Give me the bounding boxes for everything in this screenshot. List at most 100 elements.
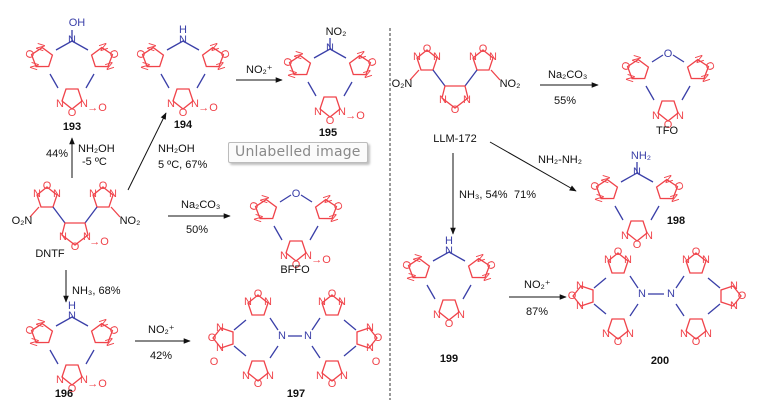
compound-tfo: O NON	[615, 48, 721, 131]
yield-llm-to-tfo: 55%	[554, 95, 576, 107]
svg-text:N: N	[216, 322, 224, 334]
label-198: 198	[667, 215, 685, 227]
reagent-llm-to-199: NH₃, 54%	[459, 189, 508, 201]
yield-199-to-200: 87%	[526, 306, 548, 318]
svg-text:N: N	[652, 110, 660, 122]
compound-199: N H NON	[396, 235, 502, 330]
label-llm-172: LLM-172	[433, 133, 476, 145]
svg-text:N: N	[304, 330, 312, 342]
compound-dntf: NON →O O₂N NO₂	[12, 179, 141, 253]
svg-text:N: N	[730, 300, 738, 312]
svg-text:N: N	[366, 322, 374, 334]
svg-text:N: N	[59, 231, 67, 243]
svg-text:N: N	[704, 328, 712, 340]
svg-text:N: N	[304, 250, 312, 262]
svg-text:O: O	[738, 290, 747, 302]
svg-text:O: O	[71, 241, 80, 253]
svg-text:O: O	[664, 48, 673, 60]
compound-200: N N NON NON NON NON	[568, 245, 747, 348]
svg-text:O₂N: O₂N	[392, 78, 413, 90]
svg-text:N: N	[80, 374, 88, 386]
svg-text:NH₂: NH₂	[631, 150, 651, 162]
reagent-196-to-197: NO₂⁺	[148, 324, 175, 336]
label-194: 194	[174, 119, 193, 131]
yield-llm-to-198: 71%	[514, 189, 536, 201]
svg-text:O: O	[568, 290, 577, 302]
yield-196-to-197: 42%	[150, 350, 172, 362]
svg-text:→O: →O	[198, 102, 218, 114]
svg-text:NO₂: NO₂	[120, 215, 141, 227]
svg-text:N: N	[576, 300, 584, 312]
label-199: 199	[440, 353, 458, 365]
label-193: 193	[63, 121, 81, 133]
svg-text:O: O	[254, 378, 263, 390]
compound-193: N OH NON →O	[19, 17, 125, 119]
svg-text:N: N	[326, 42, 334, 54]
svg-text:N: N	[278, 330, 286, 342]
svg-text:O: O	[208, 332, 217, 344]
label-200: 200	[651, 355, 669, 367]
svg-text:N: N	[633, 166, 641, 178]
label-tfo: TFO	[656, 125, 678, 137]
reagent-dntf-to-193: NH₂OH	[78, 143, 115, 155]
compound-197: N N NON NON O NON NON O	[208, 287, 383, 390]
label-dntf: DNTF	[35, 248, 65, 260]
svg-text:N: N	[445, 245, 453, 257]
compound-194: N H NON →O	[130, 24, 236, 119]
svg-text:N: N	[242, 370, 250, 382]
svg-text:N: N	[439, 94, 447, 106]
svg-text:N: N	[56, 98, 64, 110]
svg-text:N: N	[621, 230, 629, 242]
reagent-199-to-200: NO₂⁺	[524, 279, 551, 291]
svg-text:O: O	[210, 356, 219, 368]
svg-text:H: H	[445, 235, 453, 247]
svg-text:N: N	[626, 328, 634, 340]
reagent-llm-to-tfo: Na₂CO₃	[548, 69, 587, 81]
svg-text:O: O	[292, 188, 301, 200]
conditions-dntf-to-193: -5 ºC	[82, 156, 107, 168]
svg-text:N: N	[83, 231, 91, 243]
label-195: 195	[319, 127, 337, 139]
compound-196: N H NON →O	[19, 300, 125, 395]
svg-text:NO₂: NO₂	[500, 78, 521, 90]
svg-text:N: N	[68, 310, 76, 322]
arrow-dntf-to-194	[127, 112, 167, 191]
svg-text:→O: →O	[89, 236, 109, 248]
reagent-dntf-to-194: NH₂OH	[158, 143, 195, 155]
svg-text:N: N	[576, 280, 584, 292]
svg-text:O: O	[179, 107, 188, 119]
svg-text:→O: →O	[87, 102, 107, 114]
image-tooltip: Unlabelled image	[228, 142, 368, 163]
svg-text:O: O	[451, 104, 460, 116]
svg-text:O: O	[692, 336, 701, 348]
svg-text:O: O	[292, 259, 301, 271]
reagent-dntf-to-196: NH₃, 68%	[72, 285, 121, 297]
svg-text:O: O	[328, 378, 337, 390]
svg-text:OH: OH	[69, 17, 86, 29]
svg-text:O: O	[372, 356, 381, 368]
label-bffo: BFFO	[280, 264, 310, 276]
label-197: 197	[287, 388, 305, 400]
compound-195: N NO₂ NON →O	[277, 26, 383, 127]
svg-text:O: O	[614, 336, 623, 348]
svg-text:N: N	[56, 374, 64, 386]
svg-text:N: N	[338, 106, 346, 118]
compound-198: N NH₂ NON	[584, 150, 690, 251]
svg-text:O: O	[326, 115, 335, 127]
svg-text:→O: →O	[345, 110, 365, 122]
yield-dntf-to-bffo: 50%	[186, 224, 208, 236]
svg-text:N: N	[730, 280, 738, 292]
reagent-dntf-to-bffo: Na₂CO₃	[181, 199, 220, 211]
svg-text:N: N	[680, 328, 688, 340]
svg-text:N: N	[463, 94, 471, 106]
reagent-194-to-195: NO₂⁺	[246, 64, 273, 76]
label-196: 196	[55, 388, 73, 400]
svg-text:→O: →O	[87, 378, 107, 390]
svg-text:N: N	[667, 288, 675, 300]
svg-text:N: N	[457, 309, 465, 321]
svg-text:→O: →O	[311, 254, 331, 266]
svg-text:N: N	[676, 110, 684, 122]
svg-text:O: O	[68, 107, 77, 119]
svg-text:O: O	[633, 239, 642, 251]
svg-text:H: H	[68, 300, 76, 312]
